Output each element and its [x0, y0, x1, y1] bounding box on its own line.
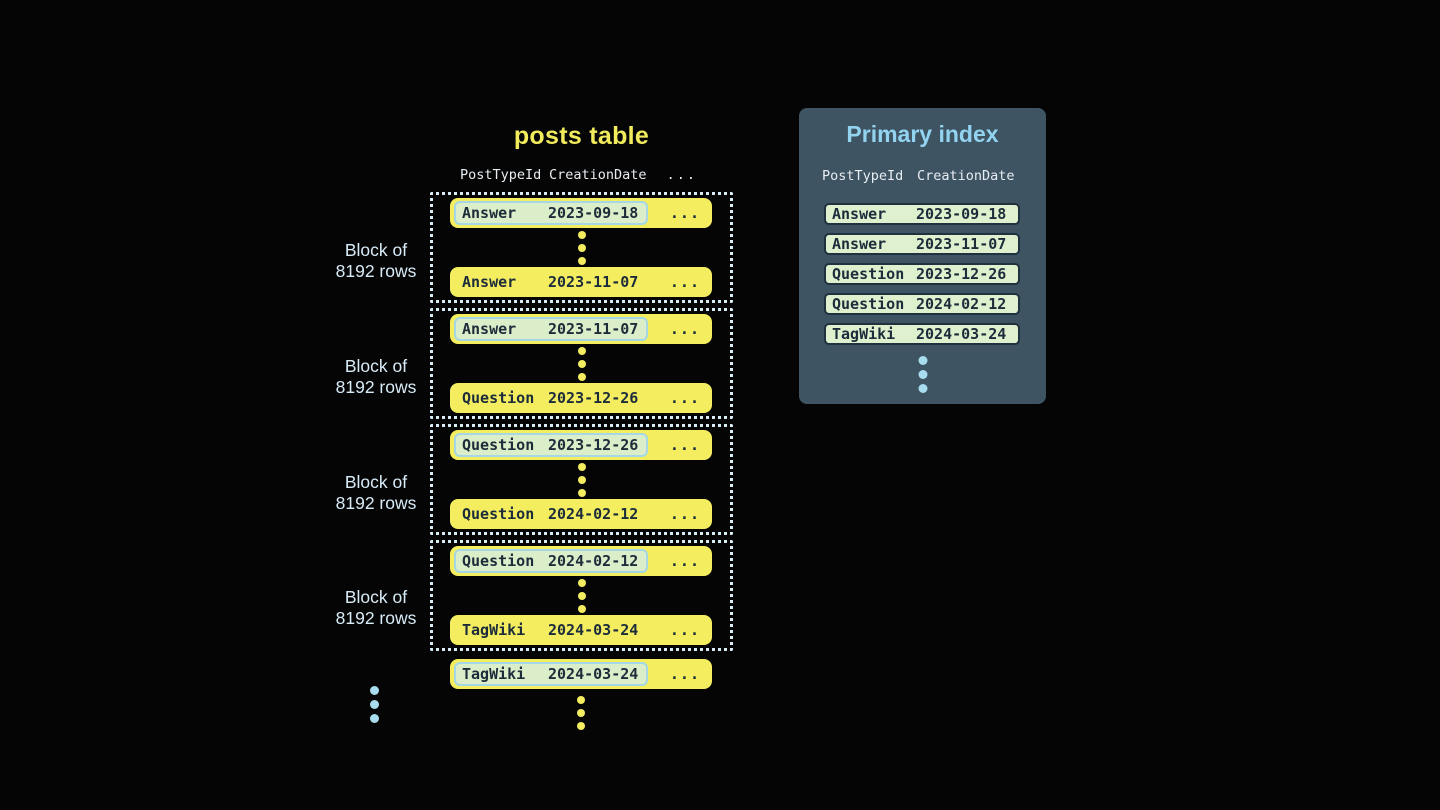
row-ellipsis: ...	[669, 273, 700, 291]
row-ellipsis: ...	[669, 505, 700, 523]
ellipsis-dots-vertical	[577, 462, 586, 497]
posts-table-title: posts table	[513, 122, 650, 150]
table-row-tail: TagWiki 2024-03-24 ...	[450, 659, 712, 689]
row-block-1: Answer 2023-09-18 ... Answer 2023-11-07 …	[430, 192, 733, 303]
column-posttypeid: PostTypeId	[822, 168, 904, 184]
block-label: Block of 8192 rows	[335, 356, 417, 397]
ellipsis-dots-vertical	[370, 686, 379, 723]
row-highlight: Question 2023-12-26	[454, 433, 649, 457]
row-ellipsis: ...	[669, 320, 700, 338]
table-row: TagWiki 2024-03-24 ...	[450, 615, 712, 645]
block-label: Block of 8192 rows	[335, 240, 417, 281]
index-row: TagWiki 2024-03-24	[824, 323, 1020, 345]
index-row: Answer 2023-09-18	[824, 203, 1020, 225]
row-block-2: Answer 2023-11-07 ... Question 2023-12-2…	[430, 308, 733, 419]
index-row: Question 2023-12-26	[824, 263, 1020, 285]
block-label: Block of 8192 rows	[335, 472, 417, 513]
row-highlight: Question 2024-02-12	[454, 549, 649, 573]
ellipsis-dots-vertical	[918, 356, 927, 393]
ellipsis-dots-vertical	[577, 230, 586, 265]
row-ellipsis: ...	[669, 204, 700, 222]
table-row: Question 2023-12-26 ...	[450, 430, 712, 460]
row-highlight: Answer 2023-09-18	[454, 201, 649, 225]
column-creationdate: CreationDate	[917, 168, 1015, 184]
row-ellipsis: ...	[669, 389, 700, 407]
row-highlight: Answer 2023-11-07	[454, 317, 649, 341]
primary-index-panel: Primary index PostTypeId CreationDate An…	[799, 108, 1046, 404]
primary-index-title: Primary index	[846, 121, 999, 147]
row-block-3: Question 2023-12-26 ... Question 2024-02…	[430, 424, 733, 535]
column-ellipsis: ...	[666, 167, 697, 183]
table-row: Answer 2023-11-07 ...	[450, 267, 712, 297]
table-row: Answer 2023-09-18 ...	[450, 198, 712, 228]
row-ellipsis: ...	[669, 621, 700, 639]
row-ellipsis: ...	[669, 436, 700, 454]
table-row: Question 2023-12-26 ...	[450, 383, 712, 413]
table-row: Question 2024-02-12 ...	[450, 499, 712, 529]
ellipsis-dots-vertical	[577, 578, 586, 613]
row-block-4: Question 2024-02-12 ... TagWiki 2024-03-…	[430, 540, 733, 651]
primary-index-column-header: PostTypeId CreationDate	[799, 168, 1046, 184]
row-highlight: TagWiki 2024-03-24	[454, 662, 649, 686]
index-row: Answer 2023-11-07	[824, 233, 1020, 255]
row-ellipsis: ...	[669, 665, 700, 683]
index-row: Question 2024-02-12	[824, 293, 1020, 315]
ellipsis-dots-vertical	[577, 696, 585, 730]
block-label: Block of 8192 rows	[335, 587, 417, 628]
posts-table-column-header: PostTypeId CreationDate ...	[450, 167, 712, 183]
table-row: Question 2024-02-12 ...	[450, 546, 712, 576]
row-ellipsis: ...	[669, 552, 700, 570]
column-creationdate: CreationDate	[549, 167, 647, 183]
table-row: Answer 2023-11-07 ...	[450, 314, 712, 344]
column-posttypeid: PostTypeId	[460, 167, 542, 183]
ellipsis-dots-vertical	[577, 346, 586, 381]
